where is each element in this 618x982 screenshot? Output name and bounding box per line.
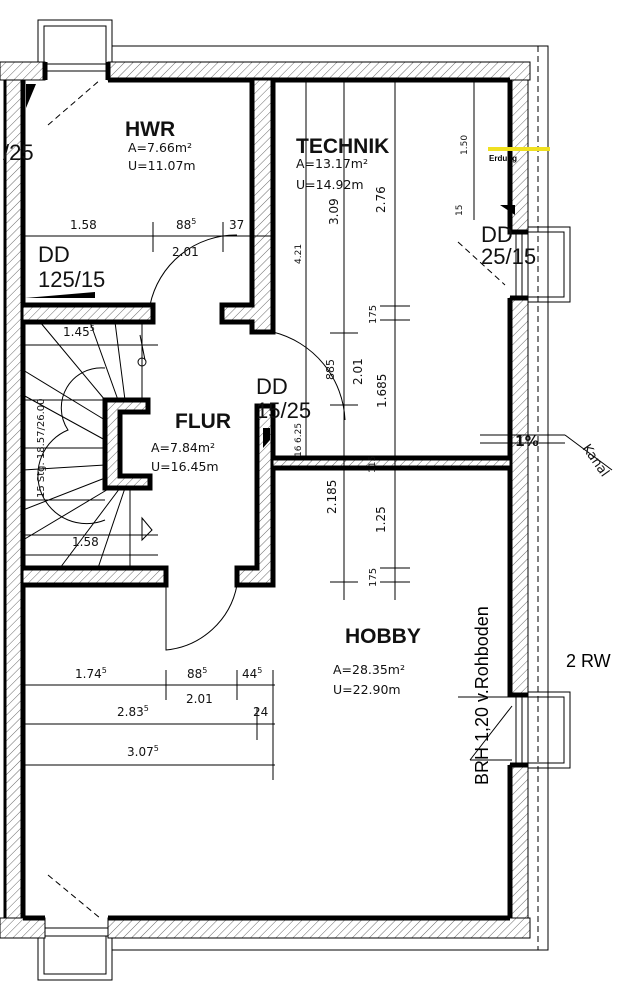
downpipe-label: 2 RW: [566, 651, 611, 671]
room-area: A=13.17m²: [296, 156, 368, 171]
opening-fragment: /25: [3, 140, 34, 165]
dimension-texts: 1.58 885 37 2.01 1.455 1.58 1.745 885 44…: [63, 135, 470, 759]
erdung-label: Erdung: [489, 154, 517, 163]
dimension: 2.835: [117, 704, 149, 719]
dimension: 1.25: [374, 506, 388, 533]
dimension: 2.185: [325, 480, 339, 514]
dimension: 1.50: [460, 135, 470, 155]
room-area: A=7.66m²: [128, 140, 192, 155]
erdung-marker: [488, 147, 550, 151]
gradient-label: 1%: [515, 434, 539, 450]
dimension: 2.01: [351, 358, 365, 385]
dimension: 885: [176, 217, 196, 232]
dimension-lines: [23, 80, 613, 780]
dimension: 175: [368, 305, 379, 324]
room-name: HOBBY: [345, 625, 421, 648]
dimension: 24: [253, 705, 268, 719]
room-perimeter: U=14.92m: [296, 177, 364, 192]
room-name: HWR: [125, 118, 175, 141]
opening-size: 25/15: [481, 244, 536, 269]
dimension: 37: [229, 218, 244, 232]
window-bottom: [37, 874, 113, 981]
dimension: 2.01: [172, 245, 199, 259]
dimension: 4.21: [294, 244, 304, 264]
dimension: 175: [368, 568, 379, 587]
room-flur: FLUR A=7.84m² U=16.45m: [151, 410, 231, 474]
window-right-lower: [515, 691, 571, 769]
staircase: [22, 321, 158, 569]
dimension: 2.01: [186, 692, 213, 706]
opening-size: 125/15: [38, 267, 105, 292]
room-name: FLUR: [175, 410, 231, 433]
dimension: 445: [242, 666, 262, 681]
opening-dd-125-15: DD 125/15: [38, 242, 105, 292]
outer-outline: [112, 45, 549, 951]
opening-dd-15-25: DD 15/25: [256, 374, 311, 423]
dimension: 6.25: [294, 423, 304, 443]
stair-label: 15 Stg. 18.57/26.00: [36, 398, 47, 498]
dimension: 1.745: [75, 666, 107, 681]
dimension: 115: [368, 456, 378, 473]
room-hobby: HOBBY A=28.35m² U=22.90m: [333, 625, 421, 697]
dimension: 2.76: [374, 186, 388, 213]
opening-label: DD: [38, 242, 70, 267]
room-area: A=28.35m²: [333, 662, 405, 677]
dimension: 16: [294, 445, 304, 457]
dimension: 15: [455, 205, 465, 216]
walls: [0, 61, 531, 939]
room-technik: TECHNIK A=13.17m² U=14.92m: [296, 135, 389, 192]
room-area: A=7.84m²: [151, 440, 215, 455]
room-perimeter: U=11.07m: [128, 158, 196, 173]
room-hwr: HWR A=7.66m² U=11.07m: [125, 118, 196, 173]
opening-size: 15/25: [256, 398, 311, 423]
room-name: TECHNIK: [296, 135, 389, 158]
dimension: 1.58: [72, 535, 99, 549]
parapet-height-label: BRH 1,20 v.Rohboden: [472, 606, 492, 785]
opening-dd-25-15: DD 25/15: [481, 222, 536, 269]
opening-label: DD: [256, 374, 288, 399]
room-perimeter: U=22.90m: [333, 682, 401, 697]
dimension: 885: [324, 359, 337, 380]
opening-label: DD: [481, 222, 513, 247]
dimension: 3.09: [327, 198, 341, 225]
window-top: [37, 19, 113, 72]
dimension: 1.455: [63, 324, 95, 339]
room-perimeter: U=16.45m: [151, 459, 219, 474]
kanal-label: Kanal: [579, 442, 612, 480]
door-swings: [25, 79, 515, 651]
dimension: 885: [187, 666, 207, 681]
window-right-upper: [515, 226, 571, 303]
dimension: 1.58: [70, 218, 97, 232]
dimension: 3.075: [127, 744, 159, 759]
dimension: 1.685: [375, 374, 389, 408]
